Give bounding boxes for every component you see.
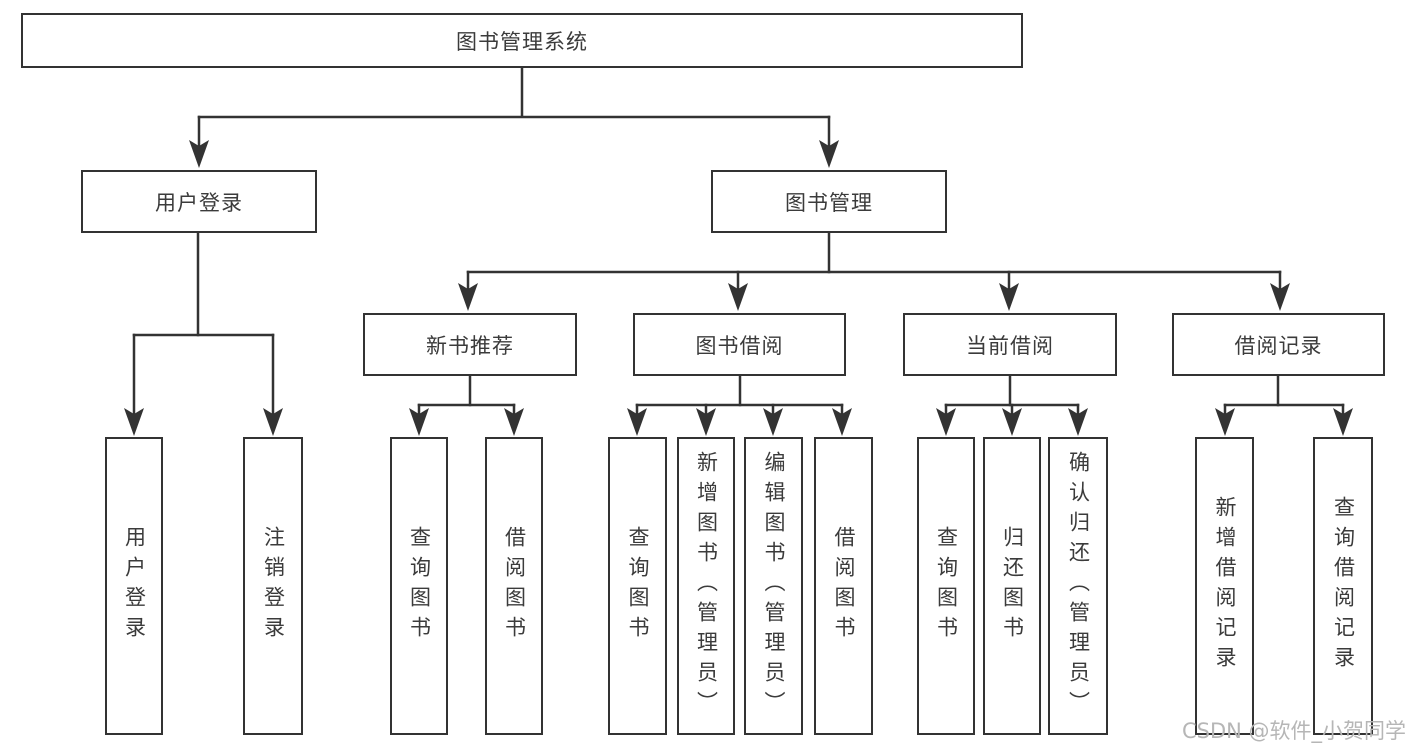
leaf-borrow-books-recommend: 借阅图书 (485, 437, 543, 735)
node-root-system: 图书管理系统 (21, 13, 1023, 68)
leaf-return-books-label: 归还图书 (1000, 526, 1025, 646)
leaf-query-books-current-label: 查询图书 (934, 526, 959, 646)
node-current-borrow: 当前借阅 (903, 313, 1117, 376)
leaf-borrow-books-label: 借阅图书 (832, 526, 856, 646)
node-user-login: 用户登录 (81, 170, 317, 233)
leaf-confirm-return-admin-label: 确认归还（管理员） (1066, 451, 1091, 721)
node-root-system-label: 图书管理系统 (456, 29, 588, 54)
node-book-management-label: 图书管理 (785, 190, 873, 215)
leaf-add-borrow-record-label: 新增借阅记录 (1213, 496, 1237, 676)
leaf-borrow-books-recommend-label: 借阅图书 (502, 526, 527, 646)
leaf-query-books-borrow: 查询图书 (608, 437, 667, 735)
node-current-borrow-label: 当前借阅 (966, 333, 1054, 358)
node-new-book-recommend: 新书推荐 (363, 313, 577, 376)
csdn-watermark: CSDN @软件_小贺同学 (1182, 719, 1405, 743)
leaf-edit-books-admin: 编辑图书（管理员） (744, 437, 803, 735)
leaf-add-borrow-record: 新增借阅记录 (1195, 437, 1254, 735)
leaf-confirm-return-admin: 确认归还（管理员） (1048, 437, 1108, 735)
leaf-logout-label: 注销登录 (261, 526, 286, 646)
leaf-add-books-admin-label: 新增图书（管理员） (694, 451, 719, 721)
leaf-return-books: 归还图书 (983, 437, 1041, 735)
leaf-user-login: 用户登录 (105, 437, 163, 735)
leaf-user-login-label: 用户登录 (122, 526, 147, 646)
leaf-add-books-admin: 新增图书（管理员） (677, 437, 735, 735)
node-new-book-recommend-label: 新书推荐 (426, 333, 514, 358)
leaf-query-books-recommend-label: 查询图书 (407, 526, 432, 646)
leaf-edit-books-admin-label: 编辑图书（管理员） (762, 451, 786, 721)
node-borrow-record-label: 借阅记录 (1234, 333, 1323, 358)
node-user-login-label: 用户登录 (155, 190, 243, 215)
node-book-borrow-label: 图书借阅 (695, 333, 784, 358)
leaf-query-borrow-record: 查询借阅记录 (1313, 437, 1373, 735)
arrowheads (124, 140, 1353, 436)
node-book-management: 图书管理 (711, 170, 947, 233)
leaf-query-books-current: 查询图书 (917, 437, 975, 735)
leaf-borrow-books: 借阅图书 (814, 437, 873, 735)
leaf-query-books-recommend: 查询图书 (390, 437, 448, 735)
node-borrow-record: 借阅记录 (1172, 313, 1385, 376)
leaf-query-books-borrow-label: 查询图书 (626, 526, 650, 646)
leaf-query-borrow-record-label: 查询借阅记录 (1331, 496, 1356, 676)
node-book-borrow: 图书借阅 (633, 313, 846, 376)
leaf-logout: 注销登录 (243, 437, 303, 735)
